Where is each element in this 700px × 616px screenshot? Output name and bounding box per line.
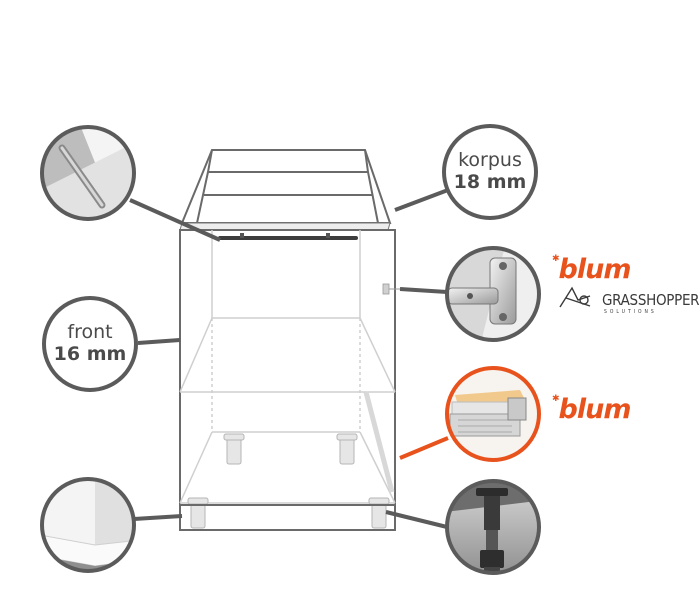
blum-logo-drawer: ✱blum	[552, 394, 632, 425]
grasshopper-logo-subtext: SOLUTIONS	[604, 309, 657, 315]
adjustable-leg-icon	[476, 488, 508, 573]
cabinet-hinge-mark	[382, 283, 400, 295]
grasshopper-logo-icon	[559, 286, 591, 308]
front-label-thickness: 16 mm	[53, 343, 127, 365]
connector-front	[137, 338, 181, 345]
blum-logo-hinge: ✱blum	[552, 254, 632, 285]
grasshopper-logo-text: GRASSHOPPER	[602, 291, 700, 309]
plinth-detail	[40, 477, 136, 573]
korpus-label-thickness: 18 mm	[453, 171, 527, 193]
front-label: front 16 mm	[42, 296, 138, 392]
hinge-detail	[445, 246, 541, 342]
connector-leg	[385, 510, 448, 529]
connector-korpus	[394, 188, 449, 212]
drawer-runner-detail	[445, 366, 541, 462]
cabinet-top-frame	[180, 149, 392, 224]
adjustable-leg-detail	[445, 479, 541, 575]
cabinet-top-panel	[179, 222, 391, 231]
cabinet-legs	[187, 433, 390, 529]
grasshopper-logo: GRASSHOPPER SOLUTIONS	[560, 291, 700, 317]
korpus-label: korpus 18 mm	[442, 124, 538, 220]
blum-logo-drawer-text: blum	[558, 394, 632, 425]
blum-logo-hinge-text: blum	[558, 254, 632, 285]
handle-rail-icon	[58, 144, 106, 209]
connector-plinth	[133, 514, 183, 521]
cabinet-front-panel	[179, 229, 396, 531]
connector-hinge	[399, 287, 448, 294]
drawer-runner-icon	[449, 390, 527, 437]
connector-handle	[129, 198, 221, 242]
korpus-label-name: korpus	[458, 149, 522, 172]
cabinet-handle	[218, 233, 358, 240]
hinge-icon	[447, 257, 517, 325]
front-label-name: front	[67, 321, 113, 344]
cabinet	[179, 149, 400, 531]
cabinet-runner-rail	[363, 391, 395, 493]
connector-lines	[129, 188, 449, 529]
handle-detail	[40, 125, 136, 221]
connector-drawer	[399, 436, 449, 460]
cabinet-interior	[179, 230, 396, 504]
